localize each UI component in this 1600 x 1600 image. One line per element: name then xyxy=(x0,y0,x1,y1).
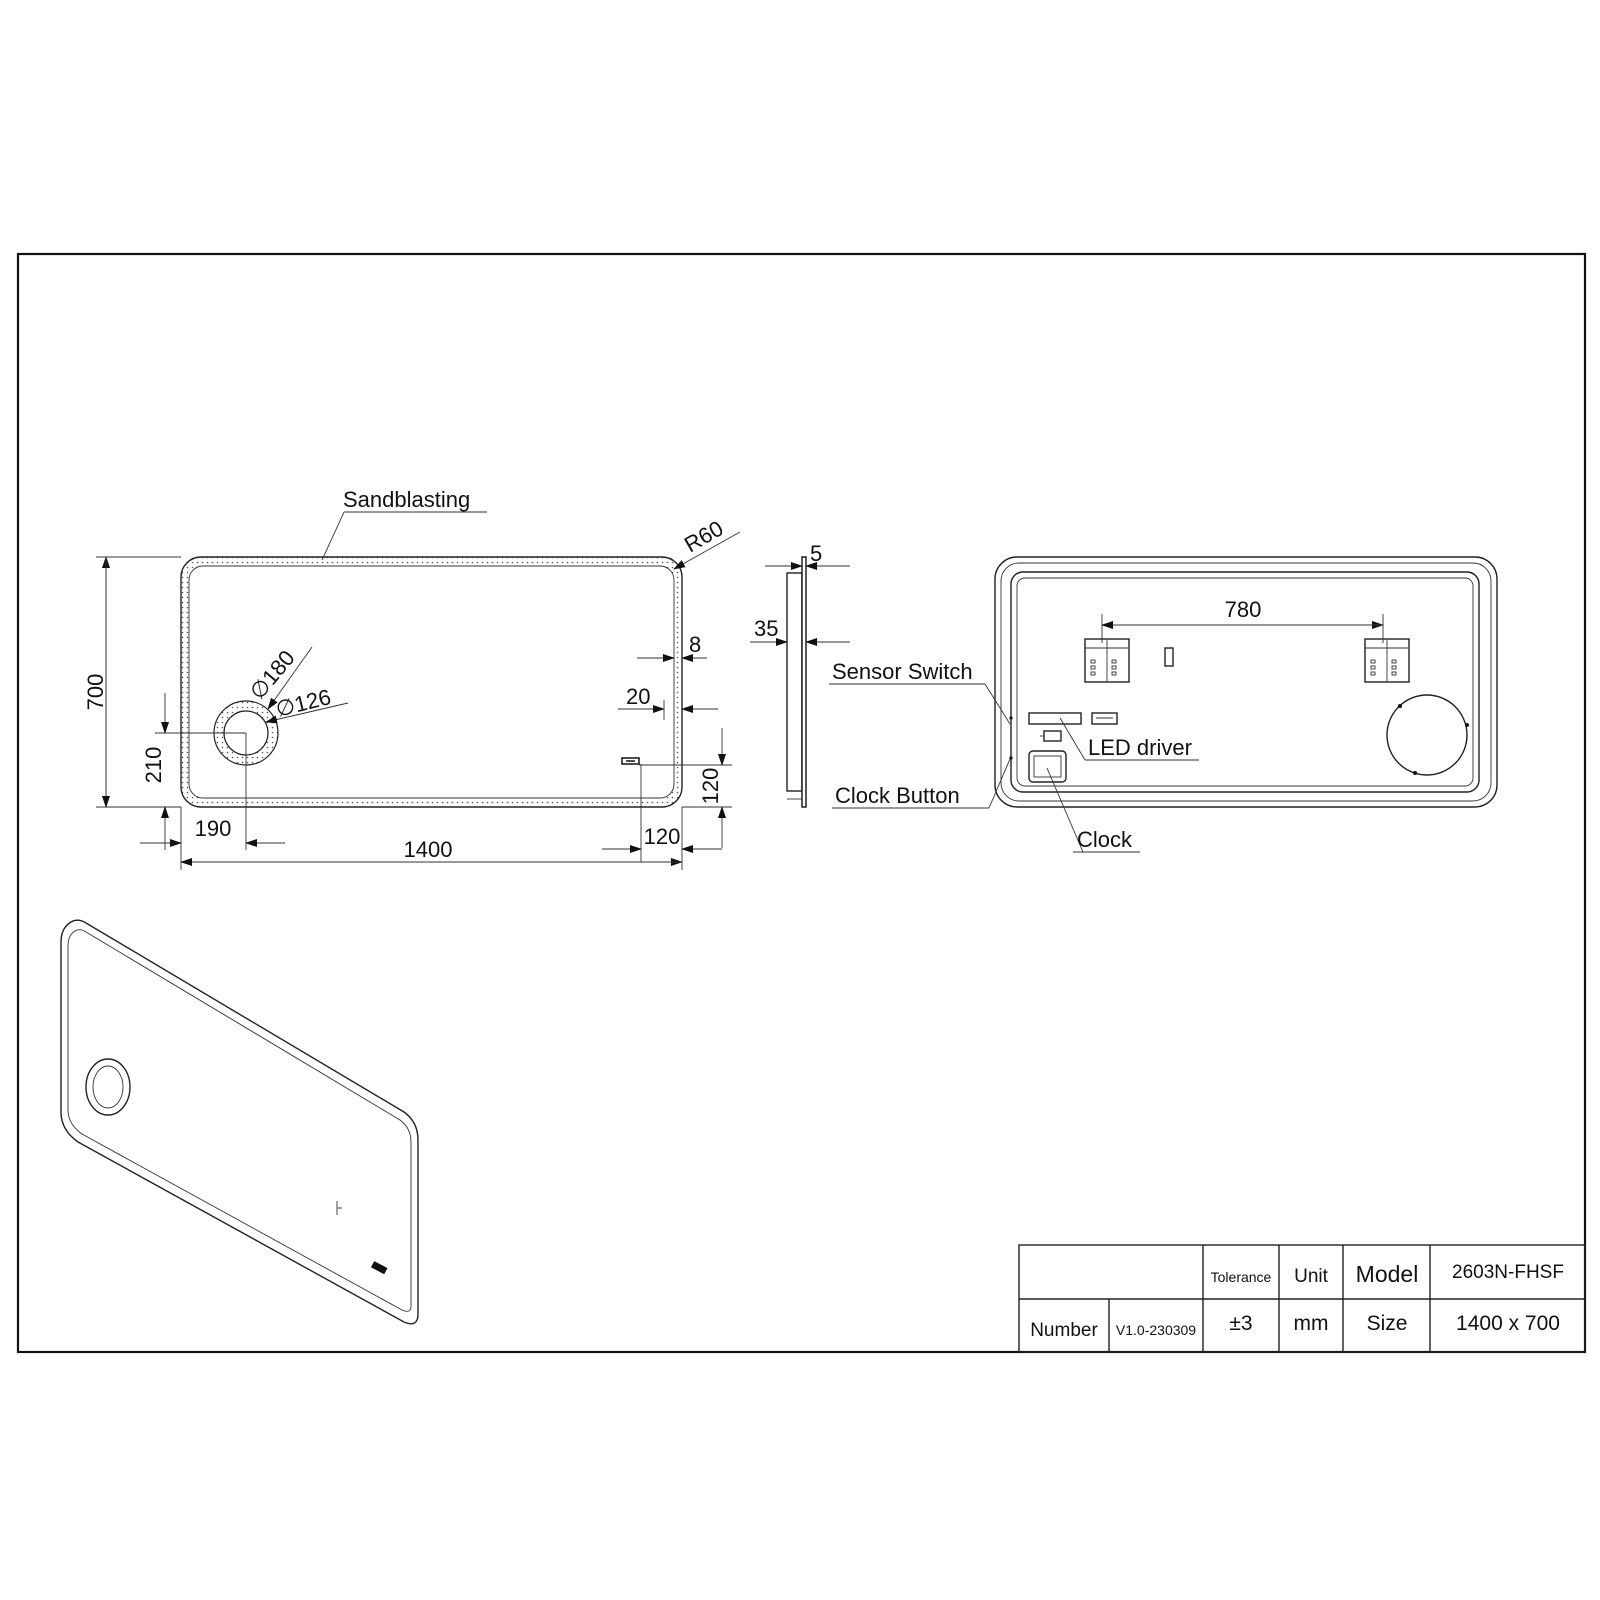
center-tab xyxy=(1164,647,1174,667)
clock-module xyxy=(1028,750,1067,783)
tb-model-label: Model xyxy=(1356,1261,1419,1287)
iso-magnifier-inner xyxy=(92,1065,124,1109)
rear-frame-outer xyxy=(1010,571,1480,793)
side-frame xyxy=(786,572,803,792)
tb-number-label: Number xyxy=(1030,1320,1098,1341)
sheet-border xyxy=(16,252,1587,1354)
rear-outline-outer xyxy=(994,556,1498,808)
led-driver xyxy=(1028,712,1082,725)
tb-size-label: Size xyxy=(1367,1312,1408,1335)
side-view: 5 35 xyxy=(750,541,850,808)
mirror-outline xyxy=(180,556,683,808)
label-clock: Clock xyxy=(1077,827,1133,852)
dim-border-inner: 8 xyxy=(689,632,701,657)
iso-magnifier-outer xyxy=(85,1058,131,1116)
magnifier-back xyxy=(1386,694,1468,776)
dim-magnifier-offset-h: 190 xyxy=(195,816,232,841)
mirror-inner-outline xyxy=(188,565,675,799)
bracket-right xyxy=(1364,638,1410,683)
side-glass xyxy=(801,556,807,808)
tb-unit-label: Unit xyxy=(1294,1266,1329,1287)
dim-height: 700 xyxy=(83,674,108,711)
iso-clock-display xyxy=(370,1261,388,1275)
rear-view: 780 LED driver Clock Sensor Switch Clock… xyxy=(829,556,1498,853)
front-view: Sandblasting R60 700 1400 210 190 ∅180 ∅… xyxy=(83,487,741,870)
dim-bracket-spacing: 780 xyxy=(1225,597,1262,622)
tb-number-value: V1.0-230309 xyxy=(1116,1322,1196,1338)
tb-size-value: 1400 x 700 xyxy=(1456,1312,1560,1335)
dim-frame-depth: 35 xyxy=(754,616,778,641)
tb-tolerance-label: Tolerance xyxy=(1211,1269,1272,1285)
dim-clock-offset-v: 120 xyxy=(698,768,723,805)
dim-magnifier-offset-v: 210 xyxy=(141,747,166,784)
title-block: Tolerance Unit Model 2603N-FHSF Number V… xyxy=(1018,1244,1586,1353)
iso-view xyxy=(60,919,419,1325)
dim-clock-offset-h: 120 xyxy=(644,824,681,849)
iso-outline-outer xyxy=(60,919,419,1325)
iso-outline-inner xyxy=(67,929,412,1312)
tb-unit-value: mm xyxy=(1294,1312,1329,1335)
label-led-driver: LED driver xyxy=(1088,735,1192,760)
tb-model-value: 2603N-FHSF xyxy=(1452,1262,1564,1283)
bracket-left xyxy=(1084,638,1130,683)
tb-tolerance-value: ±3 xyxy=(1229,1312,1252,1335)
label-clock-button: Clock Button xyxy=(835,783,960,808)
dim-width: 1400 xyxy=(404,837,453,862)
label-sensor-switch: Sensor Switch xyxy=(832,659,973,684)
dim-glass-thickness: 5 xyxy=(810,541,822,566)
rear-outline-mid xyxy=(1000,562,1492,802)
dim-border-outer: 20 xyxy=(626,684,650,709)
rear-frame-inner xyxy=(1016,577,1474,787)
label-sandblasting: Sandblasting xyxy=(343,487,470,512)
dim-radius: R60 xyxy=(680,515,727,557)
